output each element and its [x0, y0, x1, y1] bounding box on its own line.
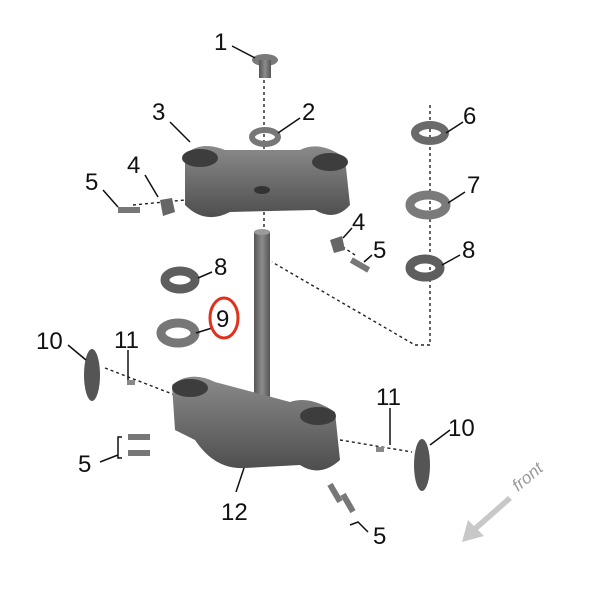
part-10-bumper-right [414, 439, 430, 491]
callout-5: 5 [373, 523, 386, 550]
arrow-down-left-icon [462, 496, 512, 542]
callout-12: 12 [221, 499, 248, 526]
front-label: front [508, 458, 547, 495]
callout-6: 6 [463, 103, 476, 130]
callout-4: 4 [127, 152, 140, 179]
callout-4: 4 [352, 209, 365, 236]
part-10-bumper-left [84, 349, 100, 401]
part-5-bolt-left [118, 207, 140, 213]
part-11-pin-right [376, 447, 384, 452]
part-5-bolt-lower-left-1 [128, 434, 150, 440]
part-8-bearing-upper [405, 254, 445, 282]
steering-stem [254, 232, 270, 402]
part-1-bolt [252, 54, 278, 78]
part-2-washer [249, 127, 281, 147]
callout-5: 5 [78, 451, 91, 478]
callout-3: 3 [152, 99, 165, 126]
callout-10: 10 [36, 328, 63, 355]
part-4-cap-left [160, 198, 175, 216]
part-5-bolt-right [349, 257, 371, 273]
part-7-seal [405, 190, 451, 220]
leader-lines [67, 45, 466, 533]
part-5-bolt-lower-left-2 [128, 450, 150, 456]
callout-8: 8 [462, 237, 475, 264]
part-12-lower-triple-clamp [172, 376, 340, 471]
callout-11: 11 [376, 384, 401, 411]
part-11-pin-left [127, 380, 135, 385]
part-3-upper-triple-clamp [182, 146, 350, 218]
callout-5: 5 [85, 169, 98, 196]
part-6-nut [411, 121, 449, 145]
part-5-bolt-lower-right-2 [340, 492, 356, 514]
highlight-circle [208, 296, 240, 340]
front-direction-indicator: front [462, 458, 548, 542]
part-5-bolt-lower-right-1 [327, 482, 343, 504]
callout-labels: 1 2 3 4 5 6 7 8 4 5 8 9 10 11 11 10 5 12… [36, 29, 480, 550]
callout-1: 1 [214, 29, 227, 56]
part-4-cap-right [330, 236, 345, 253]
callout-5: 5 [373, 237, 386, 264]
part-9-seal [156, 318, 200, 348]
callout-11: 11 [114, 327, 139, 354]
callout-9: 9 [216, 306, 229, 333]
callout-10: 10 [448, 415, 475, 442]
part-8-bearing-lower [160, 266, 200, 294]
callout-7: 7 [467, 172, 480, 199]
callout-2: 2 [302, 99, 315, 126]
callout-8: 8 [214, 254, 227, 281]
